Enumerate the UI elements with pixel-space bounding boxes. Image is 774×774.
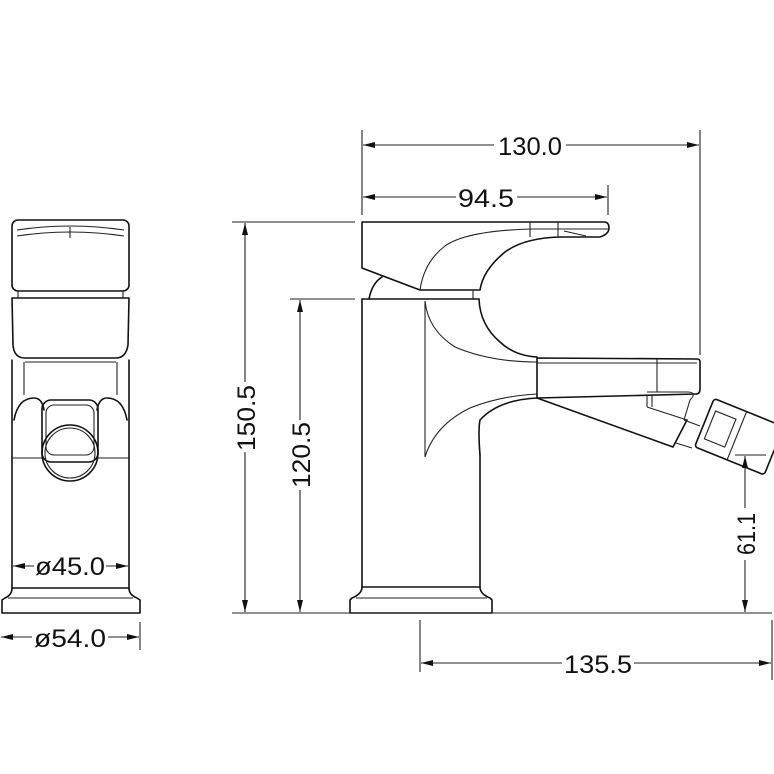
- dimension-spout-height: 120.5: [288, 298, 355, 612]
- dimension-overall-height: 150.5: [232, 221, 355, 614]
- dimension-label-nozzle-height: 61.1: [733, 513, 761, 555]
- dimension-label-nozzle-reach: 135.5: [564, 651, 632, 679]
- side-nozzle-head: [694, 398, 774, 475]
- dimension-base-diameter: ø54.0: [1, 622, 141, 653]
- dimension-label-base-diameter: ø54.0: [34, 625, 106, 653]
- dimension-body-diameter: ø45.0: [13, 553, 128, 581]
- front-base: [1, 587, 141, 614]
- front-handle: [11, 219, 130, 298]
- dimension-label-overall-height: 150.5: [233, 385, 261, 451]
- side-view: 130.0 94.5 150.5 120.5 61.1: [232, 130, 774, 680]
- side-spout: [536, 357, 701, 449]
- dimension-label-spout-height: 120.5: [288, 422, 316, 488]
- dimension-label-overall-depth: 130.0: [498, 133, 562, 161]
- dimension-nozzle-height: 61.1: [733, 454, 766, 612]
- side-body: [361, 298, 538, 588]
- front-body: [11, 297, 130, 589]
- front-nozzle: [41, 399, 99, 482]
- side-base: [340, 586, 772, 614]
- dimension-label-handle-length: 94.5: [458, 185, 514, 213]
- dimension-handle-length: 94.5: [363, 185, 609, 215]
- side-handle: [361, 221, 610, 300]
- front-view: ø45.0 ø54.0: [1, 219, 141, 653]
- dimension-nozzle-reach: 135.5: [419, 620, 773, 680]
- dimension-overall-depth: 130.0: [361, 130, 701, 355]
- dimension-label-body-diameter: ø45.0: [35, 553, 105, 581]
